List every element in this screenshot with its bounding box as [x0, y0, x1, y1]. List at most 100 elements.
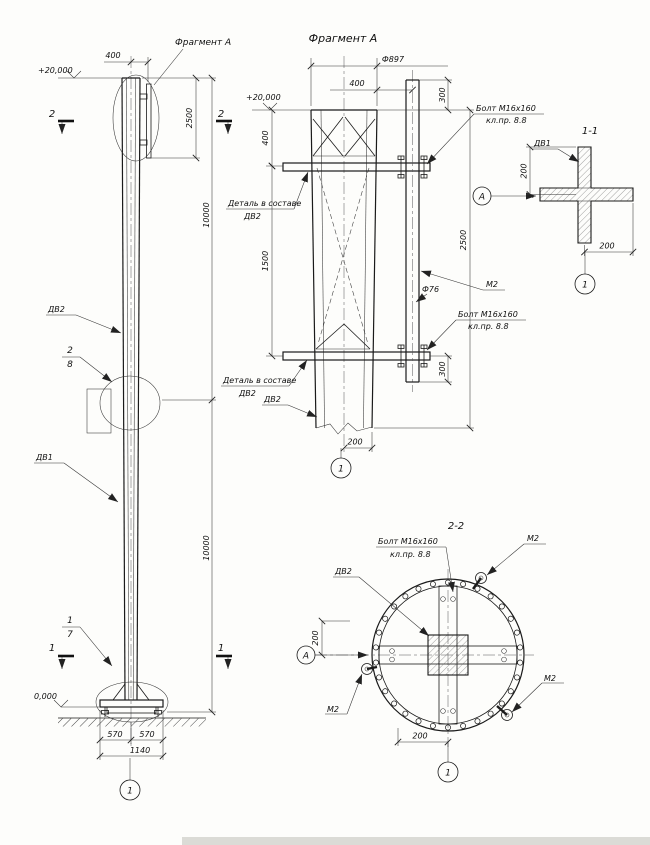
dv1-text: ДВ1 [35, 453, 53, 462]
dim-1500-value: 1500 [261, 251, 270, 271]
base-node-number: 1 [127, 787, 133, 797]
fragment-view: Фрагмент А [221, 32, 544, 479]
node2-number: 2 [67, 346, 73, 356]
break-line [315, 422, 373, 435]
base-node-marker: 1 [119, 758, 141, 801]
section1-marker-right: 1 [216, 643, 232, 669]
section2-marker-left: 2 [49, 109, 74, 134]
dv2-22-text: ДВ2 [334, 567, 352, 576]
detail-label-bottom: Деталь в составе ДВ2 [221, 359, 308, 398]
section11-node-marker: 1 [574, 252, 596, 295]
dim-200-vertical-11: 200 [520, 143, 576, 199]
detail-top-line2: ДВ2 [243, 212, 261, 221]
section1-marker-left: 1 [49, 643, 74, 669]
dim-200-horizontal-11: 200 [580, 203, 637, 256]
view-marker-a-22: А [296, 645, 368, 665]
label-pipe-diameter: Ф76 [415, 285, 439, 303]
node1-number: 1 [67, 616, 73, 626]
bracket-plates [282, 162, 431, 361]
bolts-lower [397, 344, 428, 368]
bolt22-line1: Болт М16х160 [378, 537, 438, 546]
dv2-text: ДВ2 [47, 305, 65, 314]
section2-number-left: 2 [49, 109, 55, 120]
bolt-label-bottom: Болт М16х160 кл.пр. 8.8 [426, 310, 526, 351]
m2-top-text: М2 [527, 534, 539, 543]
page-edge-shadow [182, 837, 650, 845]
section11-title: 1-1 [582, 126, 598, 137]
section22-node-number: 1 [445, 769, 451, 779]
bolt-bottom-line2: кл.пр. 8.8 [468, 322, 509, 331]
dim-200-v11-value: 200 [520, 163, 529, 178]
section22-title: 2-2 [448, 521, 464, 532]
eyebolt-top-right [472, 572, 487, 590]
view-marker-a-11: А [472, 186, 536, 206]
fragment-title: Фрагмент А [309, 32, 378, 45]
section-1-1-view: 1-1 ДВ1 А 200 200 1 [472, 126, 637, 295]
cross-plate-11 [539, 146, 634, 244]
dim-overall-height: 10000 10000 [162, 74, 216, 716]
dim-400-left-value: 400 [261, 130, 270, 145]
dim-400-top-value: 400 [349, 79, 364, 88]
dim-1500-left: 1500 [261, 162, 283, 360]
dim-570-right: 570 [139, 730, 154, 739]
section-2-2-view: 2-2 [296, 521, 564, 783]
fragment-boundary-top [112, 74, 160, 162]
dim-300-top: 300 [377, 76, 474, 114]
label-m2-fragment: М2 [420, 270, 505, 291]
fragment-boundary-mid [99, 375, 161, 431]
level-zero-value: 0,000 [34, 692, 57, 701]
label-dv2-22: ДВ2 [333, 567, 430, 637]
dim-400-left: 400 [261, 106, 283, 170]
label-dv1-elevation: ДВ1 [34, 453, 119, 503]
level-mark-zero: 0,000 [34, 692, 99, 708]
label-m2-left-22: М2 [325, 673, 363, 715]
dim-200-fragment-value: 200 [347, 438, 362, 447]
eyebolt-bottom-right [496, 705, 513, 721]
fragment-callout-label: Фрагмент А [175, 38, 231, 48]
dim-200-vertical-22: 200 [311, 617, 350, 659]
dim-antenna-value: 400 [105, 51, 120, 60]
dim-2500-fragment: 2500 [374, 106, 474, 432]
label-m2-right-22: М2 [511, 674, 564, 713]
dim-300-top-value: 300 [438, 87, 447, 102]
dim-300-bottom-value: 300 [438, 361, 447, 376]
ground-line [58, 717, 206, 727]
m2-fragment-text: М2 [486, 280, 498, 289]
section1-number-left: 1 [49, 643, 55, 654]
dim-897-value: Ф897 [382, 55, 405, 64]
dim-2500-value: 2500 [185, 108, 194, 128]
dim-top-section: 2500 [142, 74, 216, 162]
section2-number-right: 2 [218, 109, 224, 120]
marker-a-text-22: А [302, 652, 309, 662]
detail-bottom-line1: Деталь в составе [222, 376, 296, 385]
f76-text: Ф76 [422, 285, 439, 294]
detail-frame-mid [86, 388, 112, 434]
dv2-fragment-text: ДВ2 [263, 395, 281, 404]
base-plate [95, 681, 169, 723]
fragment-pole [310, 56, 378, 452]
section1-number-right: 1 [218, 643, 224, 654]
bolt22-line2: кл.пр. 8.8 [390, 550, 431, 559]
node1-callout: 1 7 [62, 616, 113, 667]
dim-200-fragment: 200 [340, 432, 376, 452]
antenna-mount [112, 74, 160, 162]
level-mark-top: +20,000 [38, 66, 122, 79]
elevation-view: Фрагмент А +20,000 400 [34, 38, 232, 801]
antenna-pipe-m2 [405, 70, 420, 392]
dv1-section11-text: ДВ1 [533, 139, 551, 148]
section22-node-marker: 1 [437, 742, 459, 783]
detail-label-top: Деталь в составе ДВ2 [226, 171, 309, 221]
dim-1140: 1140 [130, 746, 150, 755]
dim-200-h22-value: 200 [412, 732, 427, 741]
dim-200-v22-value: 200 [311, 630, 320, 645]
fragment-node-marker: 1 [330, 448, 352, 479]
dim-200-h11-value: 200 [599, 242, 614, 251]
marker-a-text-11: А [478, 193, 485, 203]
dims-base: 570 570 1140 [96, 710, 167, 760]
bolt-top-line2: кл.пр. 8.8 [486, 116, 527, 125]
eyebolt-left [361, 663, 378, 675]
bolt-label-22: Болт М16х160 кл.пр. 8.8 [376, 537, 455, 593]
label-dv2-fragment: ДВ2 [262, 395, 318, 418]
